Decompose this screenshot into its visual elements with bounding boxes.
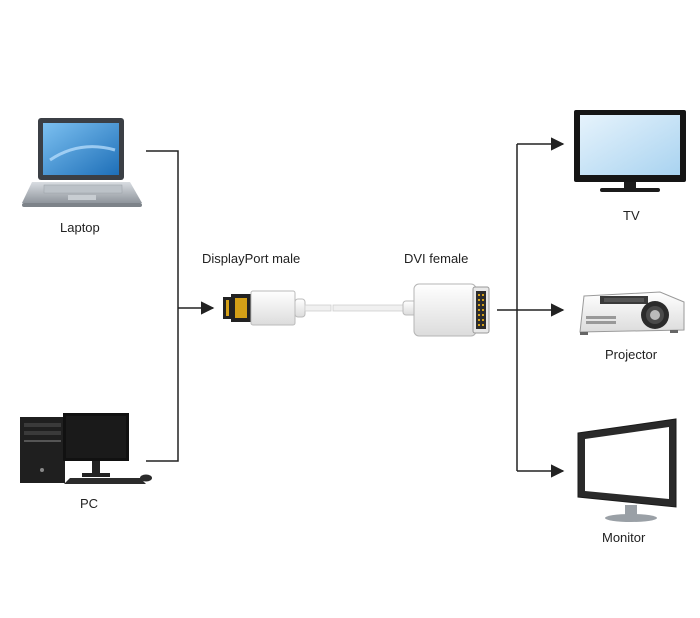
- monitor-label: Monitor: [602, 530, 646, 545]
- output-connector-lines: [497, 137, 565, 478]
- displayport-connector-icon: [223, 290, 332, 326]
- tv-icon: [574, 110, 686, 192]
- dvi-label: DVI female: [404, 251, 469, 266]
- projector-icon: [579, 291, 685, 335]
- laptop-icon: [22, 118, 142, 207]
- tv-label: TV: [623, 208, 640, 223]
- displayport-label: DisplayPort male: [202, 251, 301, 266]
- projector-label: Projector: [605, 347, 658, 362]
- adapter-cable: [332, 304, 414, 312]
- dvi-adapter-icon: [402, 283, 490, 337]
- input-connector-lines: [146, 150, 215, 462]
- laptop-label: Laptop: [60, 220, 100, 235]
- pc-label: PC: [80, 496, 99, 511]
- monitor-icon: [577, 418, 677, 522]
- pc-icon: [20, 413, 152, 484]
